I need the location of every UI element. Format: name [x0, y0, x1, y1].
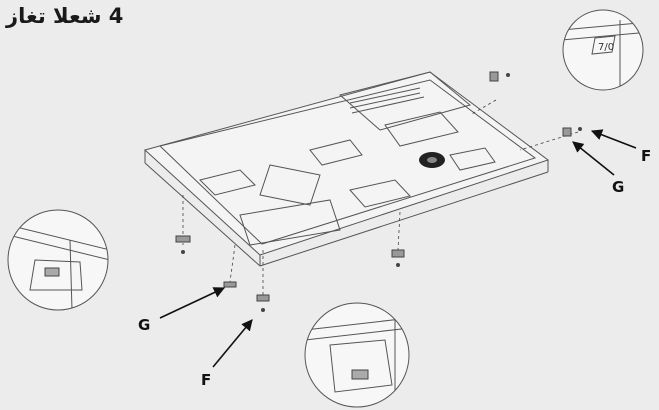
cooling-fan [419, 152, 445, 168]
coil-mounts [199, 111, 496, 246]
vent-grille [349, 87, 425, 114]
svg-text:7/0: 7/0 [598, 42, 614, 53]
callout-arrows [159, 129, 637, 368]
label-g-left: G [138, 316, 150, 334]
detail-circle-left [7, 209, 109, 311]
hob-body [143, 71, 582, 312]
label-f-left: F [201, 371, 211, 389]
label-g-right: G [612, 178, 624, 196]
detail-circle-top-right: 7/0 [562, 9, 644, 91]
detail-circle-bottom [304, 302, 410, 408]
fixing-clips [175, 71, 582, 312]
page-title: 4 شعلا تغاز [6, 4, 124, 28]
label-f-right: F [641, 147, 651, 165]
